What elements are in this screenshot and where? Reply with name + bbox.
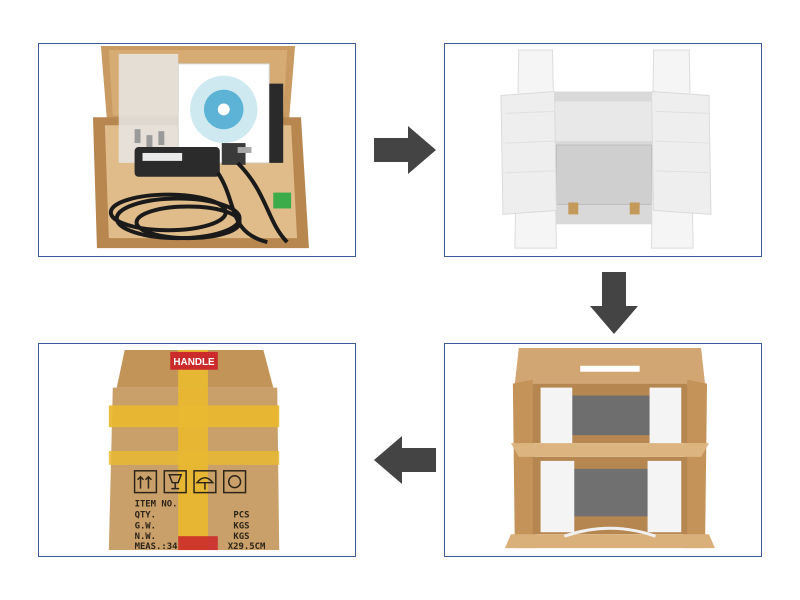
step-4-sealed-carton-photo: HANDLE ITEM NO. QTY. PCS G.W. KGS N.W. K… [38,343,356,557]
carton-line-value: KGS [233,532,249,542]
right-arrow [374,126,436,174]
upper-right-foam [649,387,682,444]
green-terminal-block [273,192,292,209]
carton-line-label: QTY. [135,510,156,520]
step-2-foam-wrap-photo [444,43,762,257]
keep-dry-umbrella-icon [193,470,217,494]
sealed-carton-illustration: HANDLE ITEM NO. QTY. PCS G.W. KGS N.W. K… [108,349,280,552]
down-arrow-icon [590,272,638,334]
foam-wrapped-device-illustration [500,49,712,249]
left-arrow [374,436,436,484]
handle-label-text: HANDLE [173,357,215,368]
lower-left-foam [540,460,575,533]
carton-line-value: KGS [233,521,249,531]
lower-device [568,468,652,517]
carton-line-label: G.W. [135,521,156,531]
down-arrow [590,272,638,334]
bottom-red-label [178,536,218,551]
right-arrow-icon [374,126,436,174]
recycle-icon [223,470,247,494]
carton-line-label: ITEM NO. [135,499,178,509]
this-way-up-icon [133,470,158,494]
coiled-cables [108,161,289,245]
fragile-glass-icon [163,470,187,494]
lower-right-foam [647,460,682,533]
upper-device [568,395,652,436]
carton-line-value: PCS [233,510,249,520]
divided-carton-illustration [504,347,715,549]
accessory-box-illustration [92,45,309,249]
power-adapter [134,147,220,177]
carton-divider [510,443,709,457]
step-3-divided-carton-photo [444,343,762,557]
step-1-accessories-photo [38,43,356,257]
carton-line-value: X29.5CM [228,542,266,552]
handle-label [170,351,218,370]
upper-left-foam [540,387,573,444]
left-arrow-icon [374,436,436,484]
carton-line-label: N.W. [135,532,156,542]
carton-line-label: MEAS.:34 [135,542,178,552]
vertical-tape [178,349,208,551]
